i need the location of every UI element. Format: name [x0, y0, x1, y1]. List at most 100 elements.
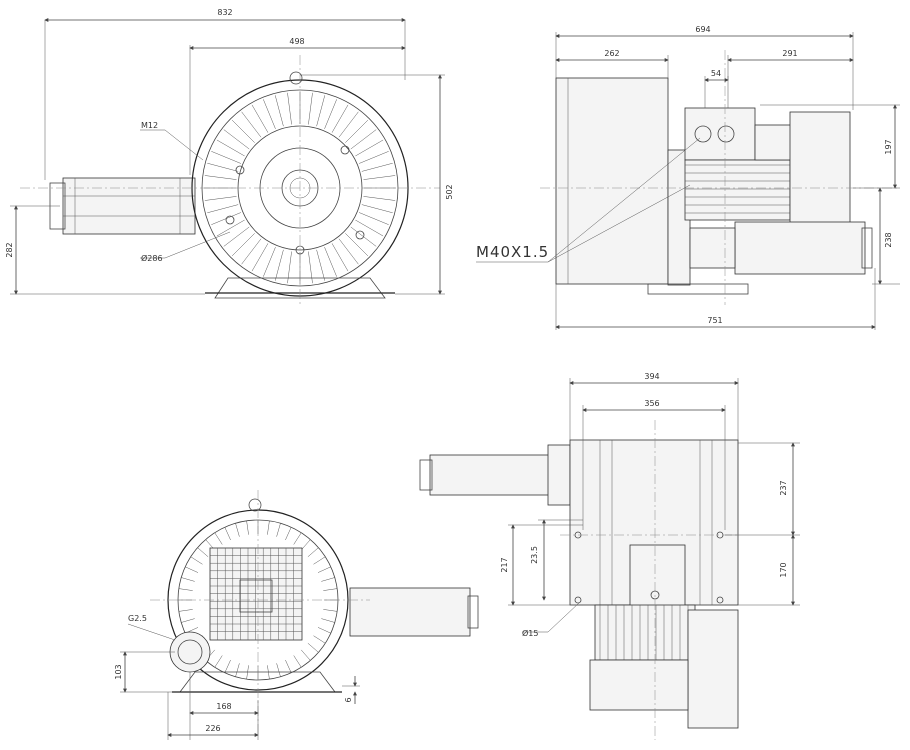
top-dim-237: 237 — [779, 480, 788, 495]
rear-fin — [276, 523, 281, 537]
front-fin — [363, 196, 396, 201]
rear-fin — [246, 520, 249, 535]
front-fin — [263, 99, 276, 129]
front-dim-502: 502 — [445, 184, 454, 199]
top-view: 394 356 237 23.5 217 170 Ø15 — [419, 372, 800, 740]
rear-fin — [214, 655, 223, 668]
rear-fin — [224, 659, 231, 673]
front-fin — [331, 243, 349, 272]
side-dim-291: 291 — [782, 49, 797, 58]
front-silencer — [49, 177, 196, 235]
rear-fin — [178, 588, 193, 591]
top-dim-170: 170 — [779, 562, 788, 577]
side-thread-label: M40X1.5 — [476, 243, 549, 261]
top-dimensions — [508, 378, 800, 633]
front-fin — [274, 249, 284, 281]
rear-fin — [285, 659, 292, 673]
front-fin — [361, 204, 393, 214]
top-dim-217: 217 — [500, 557, 509, 572]
front-fin — [263, 247, 276, 277]
rear-fin — [321, 618, 335, 623]
rear-fin — [285, 527, 292, 541]
rear-fin — [307, 643, 319, 653]
front-fin — [324, 99, 337, 129]
front-dimensions — [10, 18, 445, 295]
front-fin — [316, 249, 326, 281]
rear-dim-103: 103 — [114, 664, 123, 679]
front-fin — [345, 233, 369, 257]
side-dim-197: 197 — [884, 139, 893, 154]
front-fin — [231, 119, 255, 143]
front-fin — [308, 92, 313, 125]
front-fin — [345, 119, 369, 143]
rear-fin — [313, 635, 326, 644]
rear-fin — [181, 618, 195, 623]
front-fin — [241, 111, 262, 138]
front-fin — [308, 251, 313, 284]
rear-fin — [276, 663, 281, 677]
rear-fin — [181, 577, 195, 582]
rear-housing — [167, 498, 479, 693]
rear-fin — [301, 539, 311, 551]
rear-fin — [313, 556, 326, 565]
rear-fin — [293, 532, 302, 545]
side-dim-262: 262 — [604, 49, 619, 58]
front-fin — [361, 162, 393, 172]
front-fin — [316, 95, 326, 127]
front-fin — [211, 151, 241, 164]
rear-dim-168: 168 — [216, 702, 231, 711]
front-fin — [359, 212, 389, 225]
side-dimensions — [476, 32, 900, 330]
front-fin — [355, 219, 384, 237]
rear-fin — [197, 547, 209, 557]
side-dim-238: 238 — [884, 232, 893, 247]
rear-fin — [267, 520, 270, 535]
front-fin — [274, 95, 284, 127]
rear-fin — [214, 532, 223, 545]
side-ribs — [685, 164, 790, 214]
front-fin — [338, 111, 359, 138]
front-fin — [287, 92, 292, 125]
rear-fin — [178, 609, 193, 612]
front-fin — [231, 233, 255, 257]
front-dim-498: 498 — [289, 37, 304, 46]
rear-fin — [235, 523, 240, 537]
front-view: 832 498 502 282 M12 Ø286 — [5, 8, 454, 305]
front-fin — [216, 139, 245, 157]
front-fin — [331, 104, 349, 133]
front-fin — [204, 175, 237, 180]
rear-dimensions — [120, 623, 360, 740]
rear-fin — [185, 566, 199, 573]
front-fin — [251, 243, 269, 272]
front-fin — [287, 251, 292, 284]
rear-fin — [321, 577, 335, 582]
front-fin — [207, 204, 239, 214]
rear-dim-6: 6 — [344, 697, 353, 702]
rear-label-g25: G2.5 — [128, 614, 147, 623]
front-label-m12: M12 — [141, 121, 158, 130]
rear-dim-226: 226 — [205, 724, 220, 733]
front-fin — [216, 219, 245, 237]
front-fin — [223, 129, 250, 150]
top-dim-394: 394 — [644, 372, 659, 381]
rear-fin — [317, 627, 331, 634]
rear-grid — [210, 548, 302, 640]
side-dim-54: 54 — [711, 69, 721, 78]
front-fin — [204, 196, 237, 201]
front-fin — [363, 175, 396, 180]
front-fin — [241, 238, 262, 265]
front-fin — [324, 247, 337, 277]
front-label-d286: Ø286 — [141, 253, 163, 263]
top-dim-356: 356 — [644, 399, 659, 408]
rear-fin — [224, 527, 231, 541]
front-fin — [223, 226, 250, 247]
rear-fin — [323, 609, 338, 612]
front-dim-282: 282 — [5, 242, 14, 257]
top-label-d15: Ø15 — [522, 628, 538, 638]
front-dim-832: 832 — [217, 8, 232, 17]
front-fin — [338, 238, 359, 265]
rear-fin — [301, 649, 311, 661]
top-dim-23-5: 23.5 — [530, 546, 539, 564]
rear-fin — [307, 547, 319, 557]
